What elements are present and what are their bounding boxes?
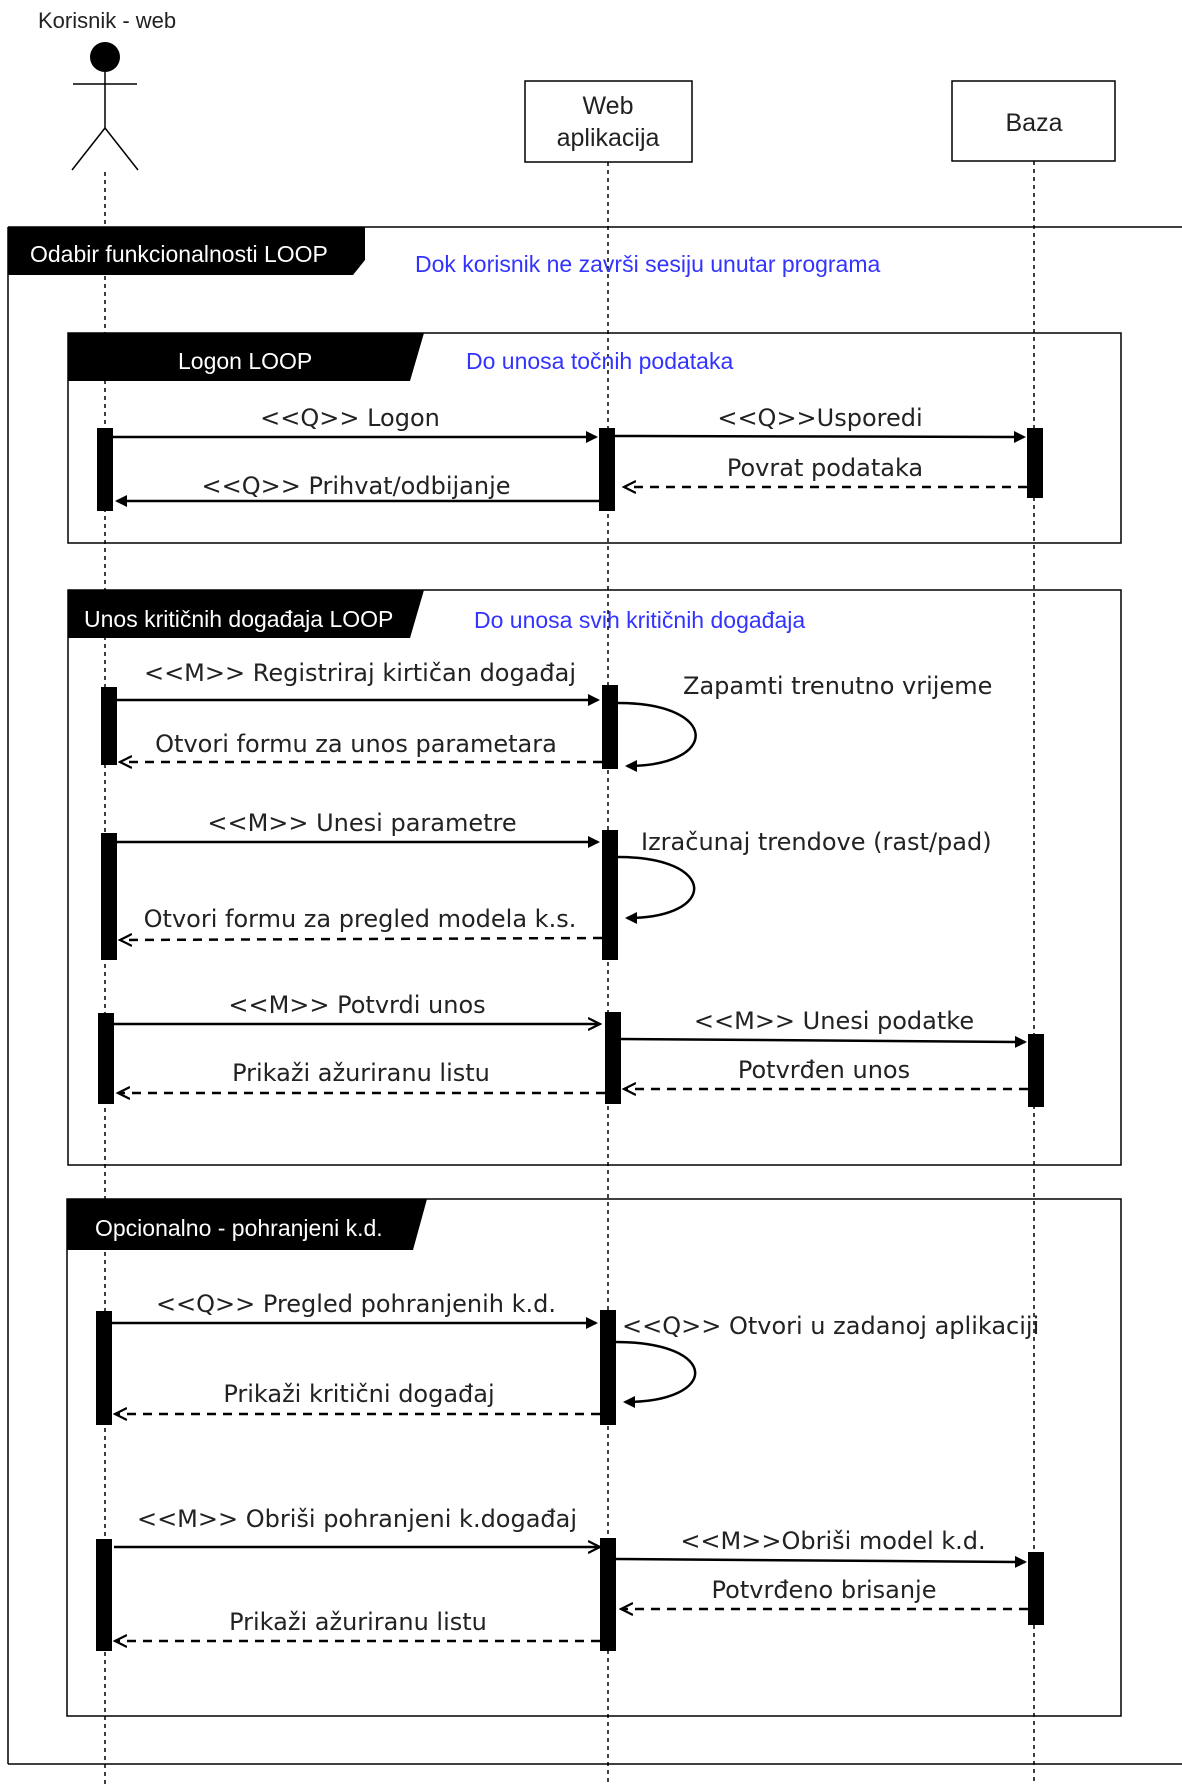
message-arrow-unesi-podatke [620,1035,1027,1048]
activation-bar [602,685,618,769]
activation-bar [600,1538,616,1651]
message-potvrden-unos: Potvrđen unos [738,1056,910,1084]
message-izracunaj: Izračunaj trendove (rast/pad) [641,828,992,856]
activation-bar [98,1013,114,1104]
optional-tag-bg [67,1199,427,1250]
message-prikazi-listu: Prikaži ažuriranu listu [232,1059,490,1087]
self-message-arrow-izracunaj [617,855,696,924]
message-pregled: <<Q>> Pregled pohranjenih k.d. [156,1290,556,1318]
message-otvori-formu: Otvori formu za unos parametara [155,730,557,758]
activation-bar [96,1539,112,1651]
activation-bar [96,1311,112,1425]
activation-bar [605,1012,621,1104]
logon-loop-frame [67,332,1122,544]
activation-bar [101,687,117,765]
web-app-label-line2: aplikacija [557,124,660,152]
events-loop-tag: Unos kritičnih događaja LOOP [84,606,393,632]
message-unesi-podatke: <<M>> Unesi podatke [694,1007,974,1035]
web-app-box [524,80,693,163]
events-loop-tag-bg [68,590,424,638]
logon-loop-tag-bg [68,333,424,381]
outer-loop-tag-bg [8,227,365,275]
message-potvrdeno-brisanje: Potvrđeno brisanje [712,1576,937,1604]
logon-loop-condition: Do unosa točnih podataka [466,348,733,374]
message-otvori-pregled: Otvori formu za pregled modela k.s. [144,905,577,933]
database-box [951,80,1116,162]
activation-bar [602,830,618,960]
optional-frame [66,1198,1122,1717]
message-unesi-parametre: <<M>> Unesi parametre [207,809,516,837]
web-app-label-line1: Web [583,92,634,120]
message-obrisi-kd: <<M>> Obriši pohranjeni k.događaj [137,1505,577,1533]
message-obrisi-model: <<M>>Obriši model k.d. [680,1527,985,1555]
message-arrow-obrisi-model [615,1555,1027,1568]
outer-loop-tag: Odabir funkcionalnosti LOOP [30,241,328,267]
activation-bar [1028,1034,1044,1107]
activation-bar [1028,1552,1044,1625]
message-arrow-usporedi [614,430,1026,443]
message-registriraj: <<M>> Registriraj kirtičan događaj [144,659,576,687]
activation-bar [1027,428,1043,498]
message-usporedi: <<Q>>Usporedi [717,404,922,432]
message-prikazi-listu2: Prikaži ažuriranu listu [229,1608,487,1636]
events-loop-frame [67,589,1122,1166]
events-loop-condition: Do unosa svih kritičnih događaja [474,607,805,633]
activation-bar [599,428,615,511]
activation-bar [97,428,113,511]
self-message-arrow-zapamti [617,701,697,772]
message-potvrdi-unos: <<M>> Potvrdi unos [228,991,485,1019]
message-otvori-app: <<Q>> Otvori u zadanoj aplikaciji [622,1312,1039,1340]
message-prihvat: <<Q>> Prihvat/odbijanje [202,472,511,500]
optional-tag: Opcionalno - pohranjeni k.d. [95,1215,383,1241]
message-logon: <<Q>> Logon [260,404,440,432]
activation-bar [101,833,117,960]
database-label: Baza [1006,109,1063,137]
message-prikazi-kd: Prikaži kritični događaj [223,1380,494,1408]
message-povrat: Povrat podataka [727,454,923,482]
outer-loop-condition: Dok korisnik ne završi sesiju unutar pro… [415,251,881,277]
actor-stick-figure [71,42,139,171]
actor-label: Korisnik - web [38,8,176,33]
activation-bar [600,1310,616,1425]
activation-bars [96,428,1044,1651]
message-arrow-otvori-pregled [120,938,603,940]
logon-loop-tag: Logon LOOP [178,348,312,374]
self-message-arrow-otvori-app [615,1340,697,1408]
message-zapamti: Zapamti trenutno vrijeme [683,672,992,700]
